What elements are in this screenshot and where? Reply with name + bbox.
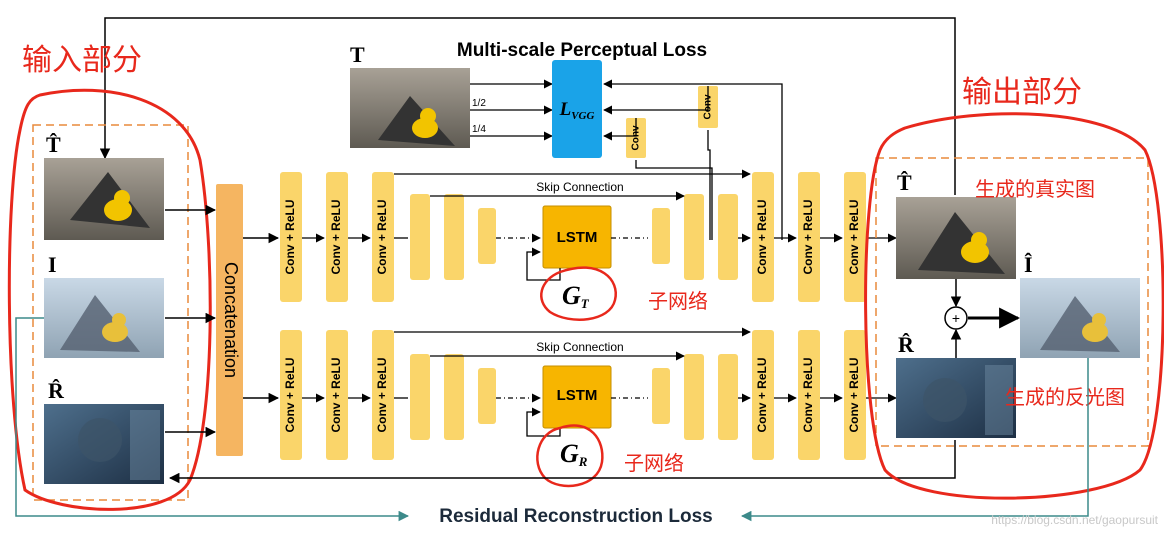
gr-encoder-block-4: [410, 354, 430, 440]
gt-encoder-block-5: [444, 194, 464, 280]
output-mixture-image: [1020, 278, 1140, 358]
gen-reflection-label: 生成的反光图: [1005, 385, 1125, 409]
gt-red-circle: [540, 266, 617, 321]
gt-encoder-conv-3: [372, 172, 394, 302]
input-t-label: T̂: [46, 132, 61, 157]
gt-decoder-conv-2: [798, 172, 820, 302]
gt-decoder-block-2: [684, 194, 704, 280]
gr-conv-label-4: Conv + ReLU: [755, 357, 769, 432]
vgg-loss-main: L: [559, 99, 572, 120]
input-mixture-image: [44, 278, 164, 358]
vgg-loss-label: LVGG: [559, 99, 595, 122]
output-reflection-image: [896, 358, 1016, 438]
gt-decoder-conv-3: [844, 172, 866, 302]
gr-encoder-conv-3: [372, 330, 394, 460]
gt-branch: Conv + ReLU Conv + ReLU Conv + ReLU LSTM…: [243, 169, 897, 404]
gr-lstm-block: [542, 365, 612, 429]
scale-quarter-label: 1/4: [472, 124, 486, 135]
gr-network-sub: R: [578, 454, 588, 469]
gt-decoder-block-3: [718, 194, 738, 280]
gr-encoder-conv-2: [326, 330, 348, 460]
gt-network-main: G: [562, 281, 581, 310]
gt-conv-label-6: Conv + ReLU: [847, 199, 861, 274]
gr-conv-label-3: Conv + ReLU: [375, 357, 389, 432]
gt-encoder-conv-1: [280, 172, 302, 302]
gt-network-sub: T: [581, 296, 590, 311]
input-dashed-box: [32, 124, 189, 501]
gr-branch: Conv + ReLU Conv + ReLU Conv + ReLU LSTM…: [280, 327, 897, 460]
input-r-label: R̂: [48, 378, 65, 403]
output-transmission-image: [896, 197, 1016, 279]
concatenation-block: [216, 184, 243, 456]
gr-decoder-block-2: [684, 354, 704, 440]
loss-conv-block-2: [626, 118, 646, 158]
input-transmission-image: [44, 158, 164, 240]
loss-conv-label-2: Conv: [631, 125, 642, 150]
gt-encoder-block-4: [410, 194, 430, 280]
gt-conv-label-5: Conv + ReLU: [801, 199, 815, 274]
gr-conv-label-5: Conv + ReLU: [801, 357, 815, 432]
gr-encoder-block-5: [444, 354, 464, 440]
gt-encoder-conv-2: [326, 172, 348, 302]
gt-subnet-label: 子网络: [648, 289, 708, 313]
gt-conv-label-4: Conv + ReLU: [755, 199, 769, 274]
gt-network-label: GT: [562, 281, 590, 311]
output-red-circle: [864, 112, 1164, 500]
ground-truth-image: [350, 68, 470, 148]
gt-encoder-block-6: [478, 208, 496, 264]
input-i-label: I: [48, 252, 57, 277]
gr-decoder-block-1: [652, 368, 670, 424]
gr-network-main: G: [560, 439, 579, 468]
gt-decoder-block-1: [652, 208, 670, 264]
output-t-label: T̂: [897, 170, 912, 195]
gt-conv-label-3: Conv + ReLU: [375, 199, 389, 274]
gr-encoder-block-6: [478, 368, 496, 424]
gr-conv-label-2: Conv + ReLU: [329, 357, 343, 432]
gr-skip-label: Skip Connection: [536, 340, 623, 354]
gr-conv-label-6: Conv + ReLU: [847, 357, 861, 432]
vgg-loss-block: [552, 60, 602, 158]
feedback-line: [99, 17, 956, 195]
gt-decoder-conv-1: [752, 172, 774, 302]
gr-decoder-conv-3: [844, 330, 866, 460]
sum-plus-sign: +: [952, 310, 960, 326]
concatenation-label: Concatenation: [221, 262, 241, 378]
gr-subnet-label: 子网络: [624, 451, 684, 475]
perceptual-loss-title: Multi-scale Perceptual Loss: [457, 40, 707, 61]
gr-conv-label-1: Conv + ReLU: [283, 357, 297, 432]
gt-skip-label: Skip Connection: [536, 180, 623, 194]
watermark: https://blog.csdn.net/gaopursuit: [991, 513, 1158, 527]
sum-node: [944, 306, 968, 330]
ground-truth-label: T: [350, 42, 365, 67]
gr-red-circle: [536, 424, 604, 488]
gr-encoder-conv-1: [280, 330, 302, 460]
gr-lstm-label: LSTM: [557, 387, 598, 404]
output-i-label: Î: [1024, 252, 1033, 277]
residual-loss-title: Residual Reconstruction Loss: [439, 506, 712, 527]
input-red-circle: [7, 88, 212, 511]
gt-conv-label-2: Conv + ReLU: [329, 199, 343, 274]
output-dashed-box: [875, 157, 1149, 447]
output-r-label: R̂: [898, 332, 915, 357]
vgg-loss-sub: VGG: [571, 110, 594, 122]
gt-conv-label-1: Conv + ReLU: [283, 199, 297, 274]
residual-loss-lines: [15, 317, 1089, 522]
gr-decoder-conv-2: [798, 330, 820, 460]
scale-half-label: 1/2: [472, 98, 486, 109]
output-section-label: 输出部分: [962, 75, 1082, 110]
gt-lstm-label: LSTM: [557, 229, 598, 246]
gr-network-label: GR: [560, 439, 588, 469]
input-section-label: 输入部分: [22, 43, 142, 78]
gen-transmission-label: 生成的真实图: [975, 177, 1095, 201]
gr-decoder-block-3: [718, 354, 738, 440]
gr-decoder-conv-1: [752, 330, 774, 460]
input-reflection-image: [44, 404, 164, 484]
